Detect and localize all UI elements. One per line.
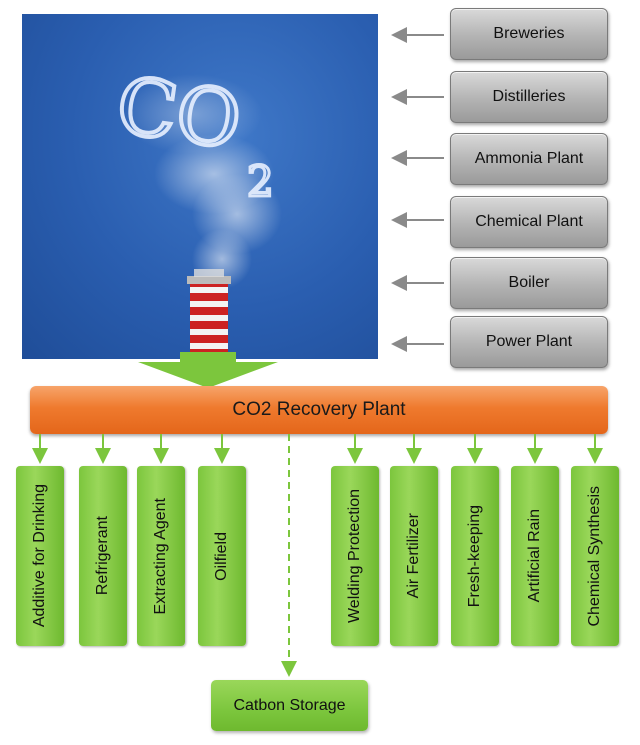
use-artificial-rain: Artificial Rain <box>511 466 559 646</box>
co2-recovery-plant: CO2 Recovery Plant <box>30 386 608 434</box>
source-chemical-plant: Chemical Plant <box>450 196 608 248</box>
use-label: Welding Protection <box>346 489 363 623</box>
source-label: Ammonia Plant <box>474 150 584 167</box>
source-label: Boiler <box>508 274 550 291</box>
chimney <box>187 269 231 359</box>
use-air-fertilizer: Air Fertilizer <box>390 466 438 646</box>
source-label: Breweries <box>493 25 565 42</box>
source-breweries: Breweries <box>450 8 608 60</box>
use-label: Additive for Drinking <box>31 484 48 628</box>
use-label: Chemical Synthesis <box>586 485 603 627</box>
source-label: Power Plant <box>485 333 573 350</box>
smoke-co-text: CO <box>111 61 246 167</box>
source-boiler: Boiler <box>450 257 608 309</box>
use-label: Extracting Agent <box>152 497 169 615</box>
down-arrow-icon <box>138 352 278 388</box>
source-ammonia-plant: Ammonia Plant <box>450 133 608 185</box>
source-power-plant: Power Plant <box>450 316 608 368</box>
use-label: Oilfield <box>213 531 230 581</box>
smoke-illustration: CO 2 <box>109 59 282 359</box>
use-oilfield: Oilfield <box>198 466 246 646</box>
use-label: Air Fertilizer <box>405 513 422 599</box>
use-label: Refrigerant <box>94 516 111 596</box>
source-distilleries: Distilleries <box>450 71 608 123</box>
carbon-storage: Catbon Storage <box>211 680 368 731</box>
use-chemical-synthesis: Chemical Synthesis <box>571 466 619 646</box>
use-label: Fresh-keeping <box>466 504 483 608</box>
use-label: Artificial Rain <box>526 509 543 603</box>
use-extracting-agent: Extracting Agent <box>137 466 185 646</box>
use-additive-for-drinking: Additive for Drinking <box>16 466 64 646</box>
source-label: Distilleries <box>492 88 566 105</box>
storage-label: Catbon Storage <box>233 696 346 714</box>
use-refrigerant: Refrigerant <box>79 466 127 646</box>
recovery-plant-label: CO2 Recovery Plant <box>232 399 406 420</box>
source-label: Chemical Plant <box>475 213 583 230</box>
co2-smokestack-photo: CO 2 <box>22 14 378 359</box>
use-fresh-keeping: Fresh-keeping <box>451 466 499 646</box>
use-welding-protection: Welding Protection <box>331 466 379 646</box>
smoke-subscript-text: 2 <box>247 157 274 206</box>
